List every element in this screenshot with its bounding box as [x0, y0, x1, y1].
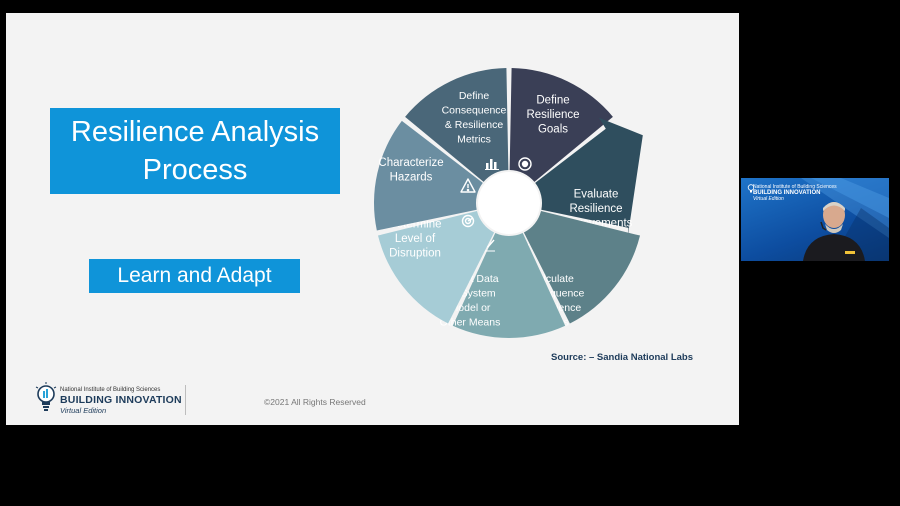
wheel-segment: [452, 233, 566, 338]
wheel-segment-label: Hazards: [390, 171, 433, 183]
wheel-segment-label: Resilience: [526, 109, 579, 121]
video-logo-icon: [747, 184, 755, 193]
presenter-video-feed: National Institute of Building Sciences …: [741, 178, 889, 261]
learn-and-adapt-box: Learn and Adapt: [89, 259, 300, 293]
wheel-segment-label: & Resilience: [445, 119, 504, 131]
source-credit: Source: – Sandia National Labs: [551, 352, 694, 363]
warning-icon: [460, 178, 476, 193]
wheel-center: [478, 172, 540, 234]
logo-edition: Virtual Edition: [60, 406, 107, 415]
wheel-segment-label: Disruption: [389, 248, 441, 260]
wheel-segment-label: Resilience: [569, 203, 622, 215]
wheel-segment-label: Level of: [395, 233, 436, 245]
wheel-segment: [374, 120, 483, 231]
video-background: [801, 178, 889, 261]
wheel-segment: [377, 210, 495, 324]
logo-divider: [185, 385, 186, 415]
wheel-segment-label: Model or: [450, 302, 491, 314]
wheel-segment-label: Metrics: [457, 134, 491, 146]
logo-brand-name: BUILDING INNOVATION: [60, 394, 182, 406]
radar-icon: [461, 214, 475, 228]
wheel-segment-label: Goals: [538, 124, 568, 136]
wheel-segment: [535, 117, 643, 241]
lightbulb-logo-icon: [35, 382, 57, 411]
wheel-segment-label: Characterize: [378, 157, 443, 169]
wheel-segment: [523, 210, 641, 324]
logo-org-name: National Institute of Building Sciences: [60, 387, 161, 393]
presentation-slide: Resilience Analysis Process Learn and Ad…: [6, 13, 739, 425]
bar-chart-icon: [485, 159, 499, 170]
wheel-segment-label: Define: [459, 90, 490, 102]
video-brand-text: National Institute of Building Sciences …: [753, 184, 837, 202]
copyright-text: ©2021 All Rights Reserved: [264, 397, 366, 407]
target-icon: [518, 157, 532, 171]
wheel-segment-label: Consequence: [442, 105, 507, 117]
wheel-segment: [509, 68, 613, 182]
building-innovation-logo: National Institute of Building Sciences …: [33, 380, 193, 418]
slide-title: Resilience Analysis Process: [50, 108, 340, 194]
wheel-segment: [405, 68, 509, 182]
wheel-segment-label: Evaluate: [574, 189, 619, 201]
wheel-segment-label: Define: [536, 95, 569, 107]
resilience-process-wheel: DefineResilienceGoalsEvaluateResilienceI…: [374, 68, 643, 338]
wheel-segment-label: Other Means: [440, 317, 501, 329]
